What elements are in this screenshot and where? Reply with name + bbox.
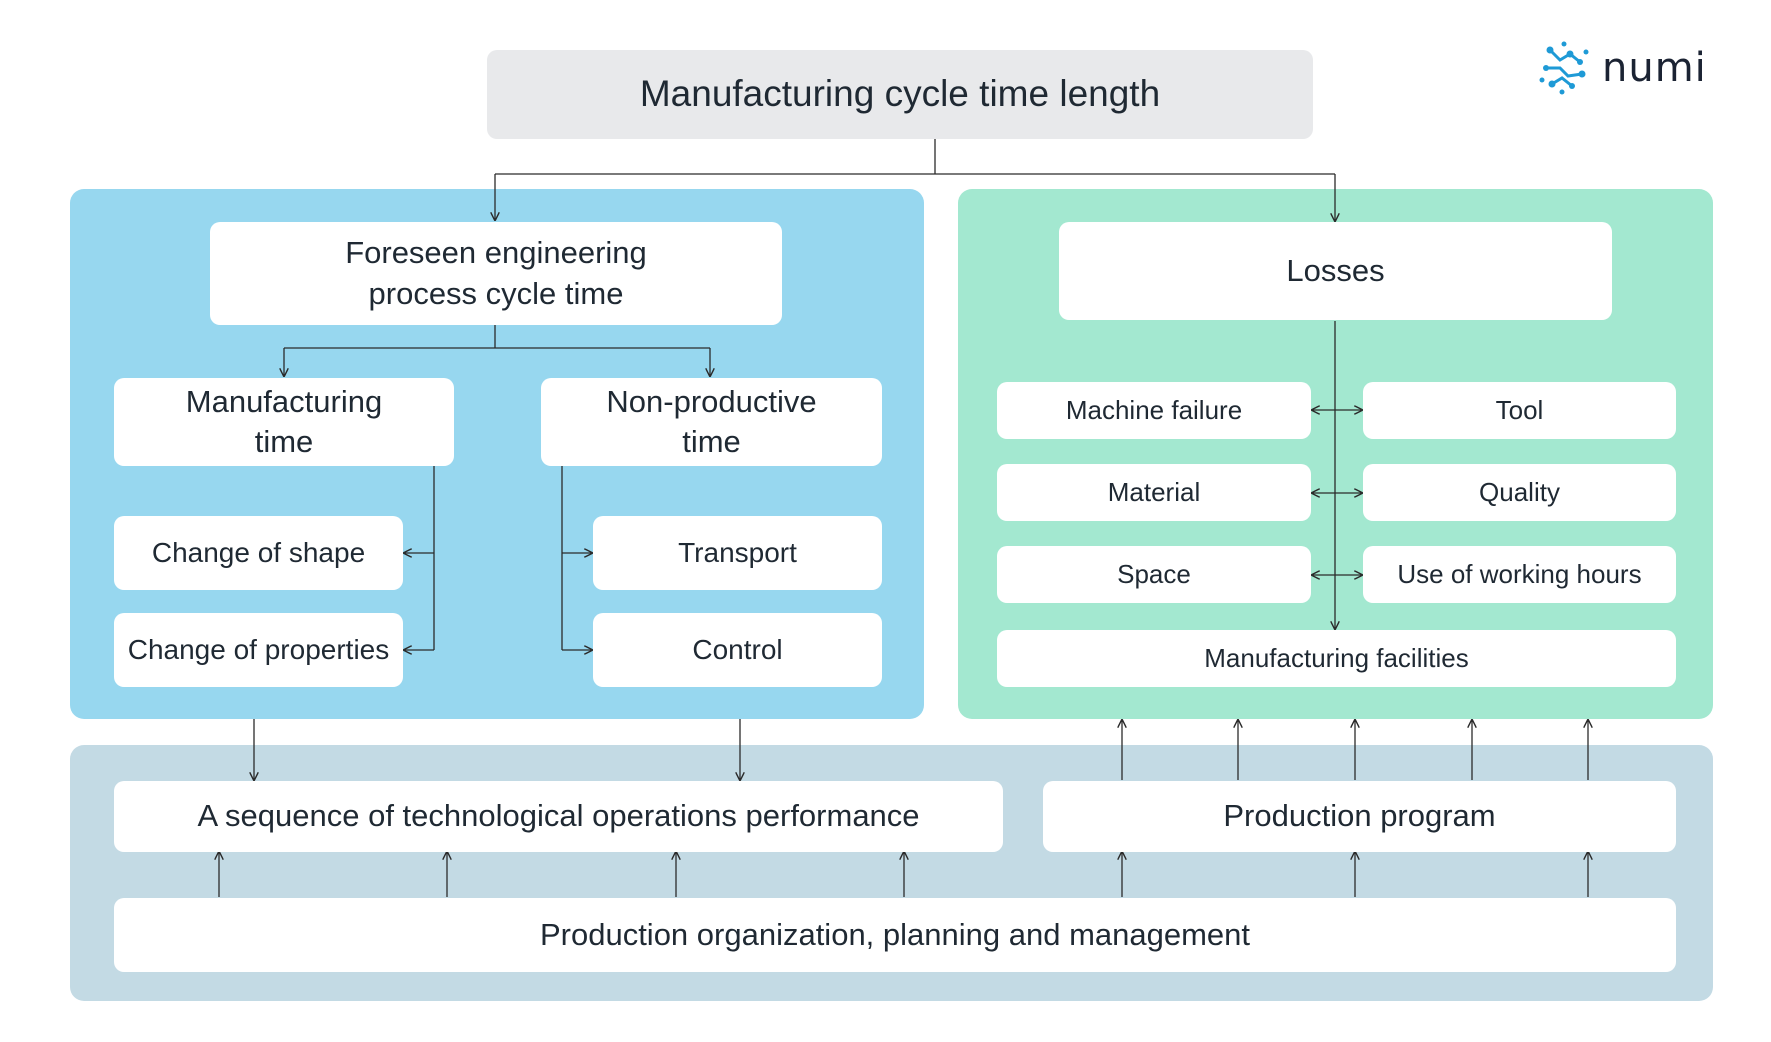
use-of-working-hours-box: Use of working hours bbox=[1363, 546, 1676, 603]
sequence-of-operations-box: A sequence of technological operations p… bbox=[114, 781, 1003, 852]
transport-box: Transport bbox=[593, 516, 882, 590]
change-of-properties-box: Change of properties bbox=[114, 613, 403, 687]
change-of-shape-box: Change of shape bbox=[114, 516, 403, 590]
control-box: Control bbox=[593, 613, 882, 687]
losses-box: Losses bbox=[1059, 222, 1612, 320]
production-program-box: Production program bbox=[1043, 781, 1676, 852]
machine-failure-box: Machine failure bbox=[997, 382, 1311, 439]
molecule-network-icon bbox=[1539, 41, 1589, 95]
numi-logo: numi bbox=[1536, 40, 1707, 96]
foreseen-engineering-box: Foreseen engineering process cycle time bbox=[210, 222, 782, 325]
production-organization-box: Production organization, planning and ma… bbox=[114, 898, 1676, 972]
logo-wordmark: numi bbox=[1602, 45, 1707, 91]
quality-box: Quality bbox=[1363, 464, 1676, 521]
material-box: Material bbox=[997, 464, 1311, 521]
tool-box: Tool bbox=[1363, 382, 1676, 439]
manufacturing-facilities-box: Manufacturing facilities bbox=[997, 630, 1676, 687]
space-box: Space bbox=[997, 546, 1311, 603]
manufacturing-cycle-time-title: Manufacturing cycle time length bbox=[487, 50, 1313, 139]
non-productive-time-box: Non-productive time bbox=[541, 378, 882, 466]
manufacturing-time-box: Manufacturing time bbox=[114, 378, 454, 466]
